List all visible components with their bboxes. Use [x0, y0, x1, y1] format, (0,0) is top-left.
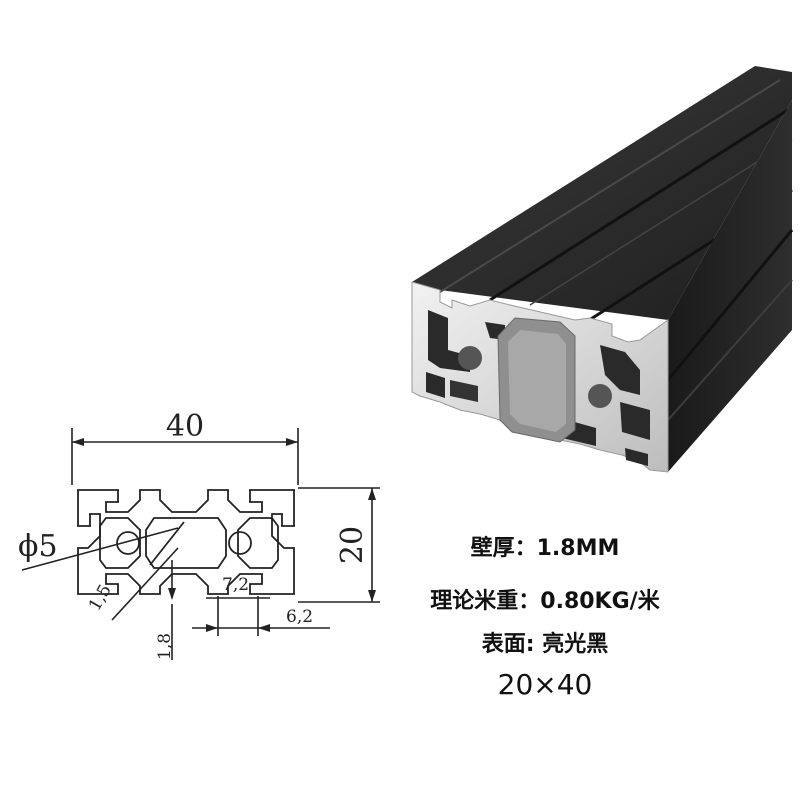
dim-height-label: 20	[335, 526, 370, 564]
spec-surface: 表面: 亮光黑	[481, 632, 609, 657]
profile-end-face	[411, 281, 669, 473]
hole-right-2d	[228, 531, 252, 555]
technical-drawing	[21, 428, 380, 660]
leader-hole	[21, 527, 179, 571]
dim-width-label: 40	[166, 409, 204, 444]
hole-right-3d	[588, 384, 612, 408]
aluminum-profile-3d	[411, 66, 794, 473]
spec-wall-thickness: 壁厚：1.8MM	[470, 536, 620, 561]
profile-top-face	[412, 66, 792, 320]
dim-slot-open-label: 6,2	[286, 607, 313, 627]
dim-slot-depth-label: 1,8	[155, 633, 175, 660]
dim-slot-inner-label: 7,2	[222, 575, 249, 595]
leader-wall	[111, 547, 179, 621]
hole-left-3d	[458, 346, 482, 370]
hole-left-2d	[116, 531, 140, 555]
dim-wall-label: 1,5	[85, 581, 116, 614]
spec-size: 20×40	[497, 668, 593, 701]
dim-hole-label: ϕ5	[18, 529, 58, 564]
profile-cross-section	[77, 489, 295, 595]
profile-side-face	[668, 100, 792, 472]
spec-weight: 理论米重：0.80KG/米	[430, 589, 660, 614]
